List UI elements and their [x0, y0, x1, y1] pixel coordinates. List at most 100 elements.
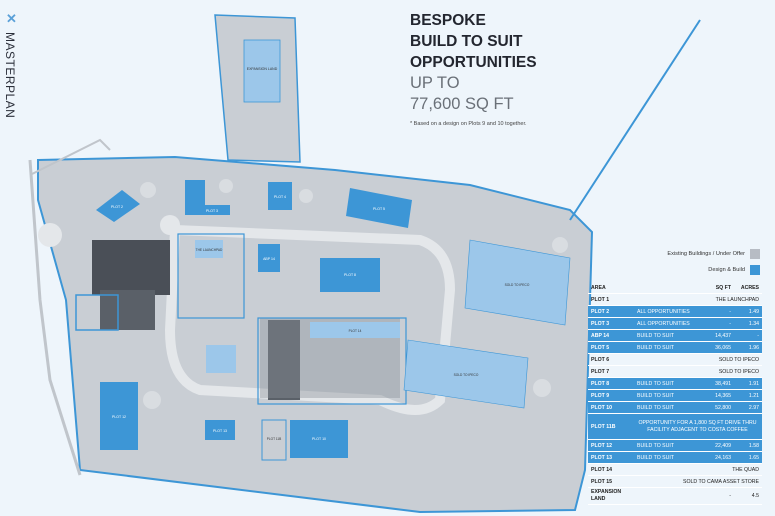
row-sqft: -	[729, 493, 731, 499]
plot-12-label: PLOT 12	[112, 415, 126, 419]
headline-block: BESPOKE BUILD TO SUIT OPPORTUNITIES UP T…	[410, 10, 630, 127]
row-acres: 1.65	[748, 454, 759, 461]
plot-5-building	[346, 188, 412, 228]
row-acres: -	[757, 332, 759, 339]
row-sqft: 36,065	[715, 344, 731, 351]
row-desc: THE LAUNCHPAD	[715, 296, 759, 303]
pond-plot	[75, 294, 119, 331]
roundabout-west	[38, 223, 62, 247]
row-desc: ALL OPPORTUNITIES	[637, 320, 690, 327]
row-acres: 1.49	[748, 308, 759, 315]
row-acres: 1.34	[748, 320, 759, 327]
legend-design-label: Design & Build	[708, 267, 745, 273]
row-desc: BUILD TO SUIT	[637, 380, 674, 387]
pond-6	[533, 379, 551, 397]
row-sqft: -	[729, 320, 731, 327]
plot-3-label: PLOT 3	[206, 209, 218, 213]
headline-footnote: * Based on a design on Plots 9 and 10 to…	[410, 121, 527, 127]
plot-5-label: PLOT 5	[373, 207, 385, 211]
existing-building-b	[100, 290, 155, 330]
row-plot: PLOT 15	[591, 478, 613, 485]
plot-14-area	[257, 317, 407, 405]
header-acres: ACRES	[740, 284, 759, 291]
row-plot: EXPANSION LAND	[591, 489, 622, 502]
access-road	[29, 138, 111, 176]
existing-building-c	[268, 320, 300, 400]
launchpad-area	[177, 233, 245, 319]
row-plot: PLOT 8	[591, 380, 610, 387]
row-desc: SOLD TO CAMA ASSET STORE	[682, 478, 759, 485]
pond-4	[143, 391, 161, 409]
plot-3-building	[185, 180, 230, 215]
plot-13-building	[205, 420, 235, 440]
row-plot: PLOT 12	[591, 442, 613, 449]
expansion-building	[243, 39, 281, 103]
abp-14-building	[258, 244, 280, 272]
headline-line-3: OPPORTUNITIES	[410, 54, 537, 71]
plot-8-label: PLOT 8	[344, 273, 356, 277]
header-sqft: SQ FT	[715, 284, 731, 291]
plot-4-building	[268, 182, 292, 210]
plot-14-building	[310, 322, 400, 338]
existing-building-a	[92, 240, 170, 295]
ipeco-building-1	[464, 239, 571, 326]
row-acres: 1.96	[748, 344, 759, 351]
row-desc: BUILD TO SUIT	[637, 454, 674, 461]
compass-cross-icon: ✕	[6, 11, 17, 26]
plot-11b-area	[261, 419, 287, 461]
row-plot: PLOT 5	[591, 344, 610, 351]
row-acres: 2.97	[748, 404, 759, 411]
abp-14-label: ABP 14	[263, 257, 275, 261]
row-acres: 1.21	[748, 392, 759, 399]
table-row: PLOT 8 BUILD TO SUIT 38,491 1.91	[588, 378, 762, 390]
ring-road	[164, 224, 456, 415]
row-plot: ABP 14	[591, 332, 610, 339]
row-acres: 1.91	[748, 380, 759, 387]
plot-10-building	[290, 420, 348, 458]
row-sqft: 14,365	[715, 392, 731, 399]
row-plot: PLOT 7	[591, 368, 610, 375]
row-desc: BUILD TO SUIT	[637, 404, 674, 411]
row-sqft: 38,491	[715, 380, 731, 387]
table-body: PLOT 1 THE LAUNCHPAD PLOT 2 ALL OPPORTUNITI…	[588, 294, 762, 505]
side-bar: ✕ MASTERPLAN	[0, 0, 22, 516]
pond-2	[219, 179, 233, 193]
legend-existing-label: Existing Buildings / Under Offer	[667, 251, 745, 257]
row-plot: PLOT 1	[591, 296, 610, 303]
east-road	[569, 19, 701, 221]
plot-9-building	[206, 345, 236, 373]
row-desc: BUILD TO SUIT	[637, 392, 674, 399]
row-plot: PLOT 10	[591, 404, 613, 411]
expansion-label: EXPANSION LAND	[247, 67, 278, 71]
row-plot: PLOT 11B	[591, 423, 616, 430]
row-sqft: 24,163	[715, 454, 731, 461]
masterplan-label: MASTERPLAN	[3, 32, 17, 119]
row-sqft: -	[729, 308, 731, 315]
headline-line-1: BESPOKE	[410, 12, 486, 29]
row-acres: 1.58	[748, 442, 759, 449]
row-plot: PLOT 3	[591, 320, 610, 327]
pond-1	[140, 182, 156, 198]
row-plot: PLOT 9	[591, 392, 610, 399]
row-plot: PLOT 2	[591, 308, 610, 315]
ipeco-building-2	[403, 339, 529, 409]
row-desc: ALL OPPORTUNITIES	[637, 308, 690, 315]
plot-12-building	[100, 382, 138, 450]
legend-existing-swatch	[750, 249, 760, 259]
table-row: PLOT 2 ALL OPPORTUNITIES - 1.49	[588, 306, 762, 318]
map-legend: Existing Buildings / Under Offer Design …	[628, 246, 760, 278]
plot-4-label: PLOT 4	[274, 195, 286, 199]
pond-5	[552, 237, 568, 253]
plot-2-label: PLOT 2	[111, 205, 123, 209]
row-desc: OPPORTUNITY FOR A 1,800 SQ FT DRIVE THRU…	[638, 419, 757, 433]
row-desc: SOLD TO IPECO	[718, 356, 759, 363]
plot-11b-label: PLOT 11B	[267, 437, 282, 441]
headline-line-2: BUILD TO SUIT	[410, 33, 523, 50]
